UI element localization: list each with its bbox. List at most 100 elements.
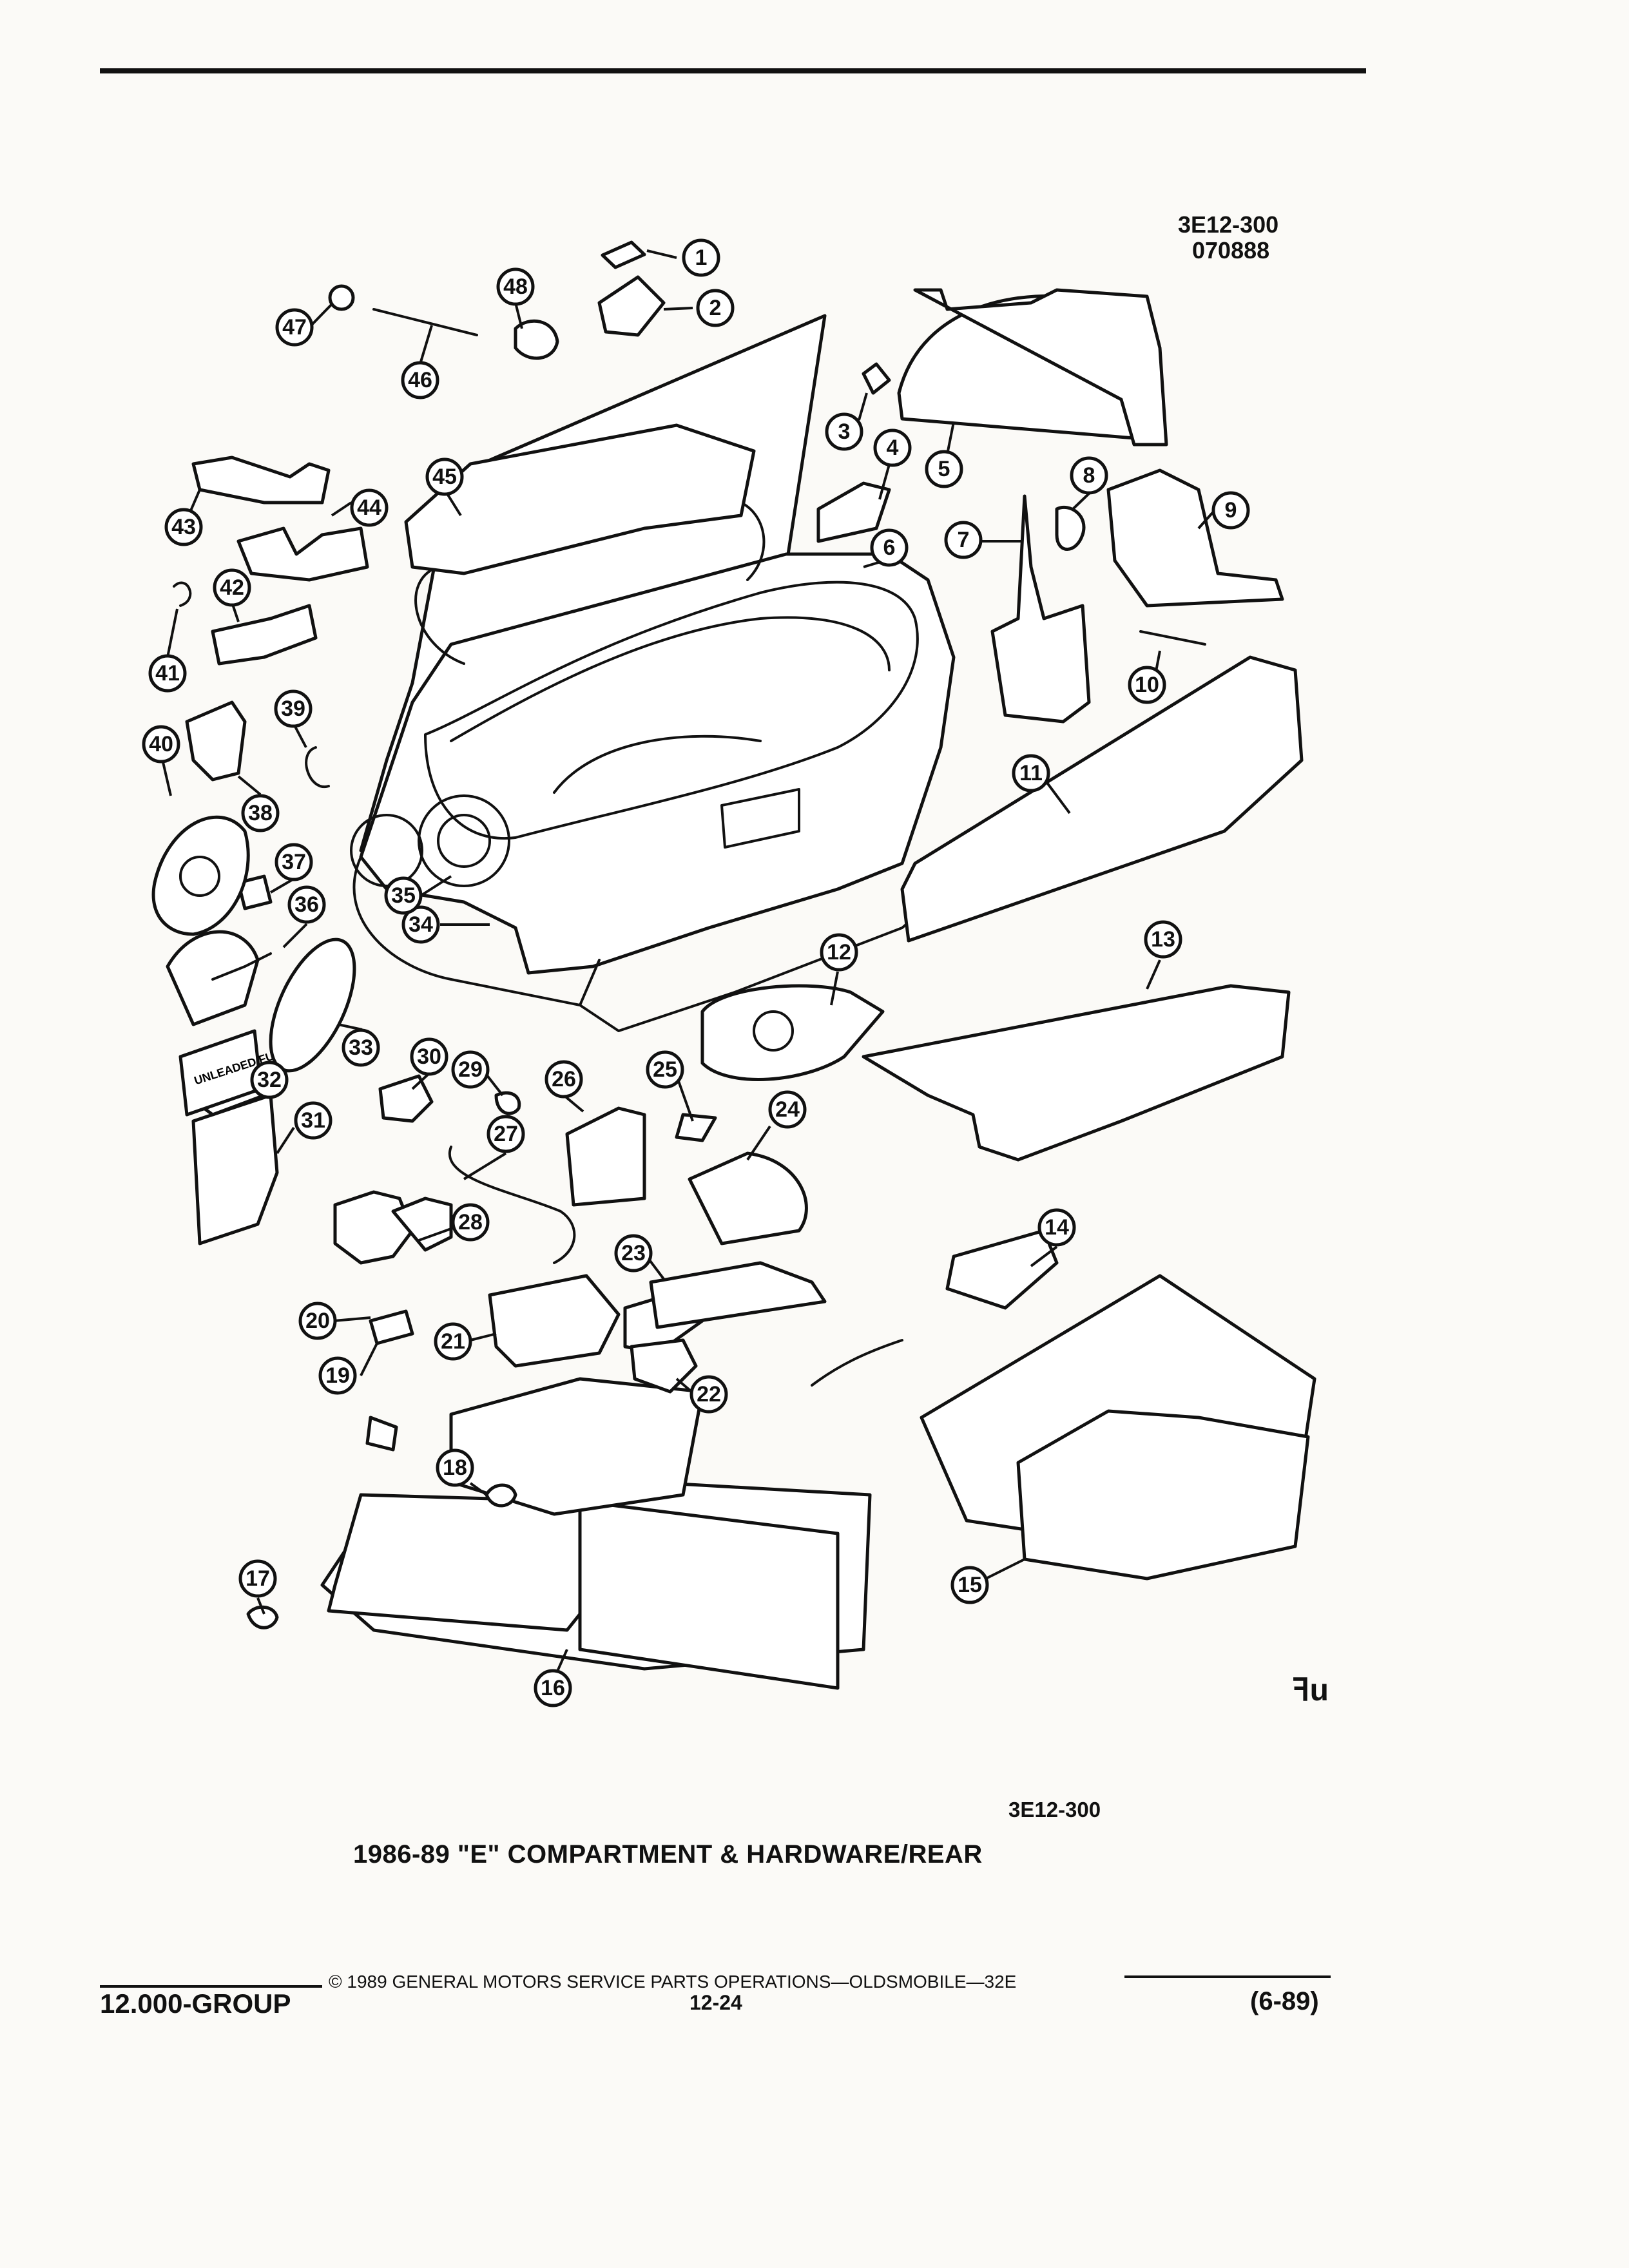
callout-circle bbox=[451, 1050, 490, 1089]
callout-2: 2 bbox=[696, 289, 735, 327]
header-ref-code: 3E12-300 bbox=[1178, 211, 1279, 238]
callout-7: 7 bbox=[944, 521, 983, 559]
callout-circle bbox=[1037, 1208, 1076, 1247]
callout-label: 26 bbox=[552, 1067, 576, 1091]
callout-label: 47 bbox=[282, 315, 307, 340]
callout-16: 16 bbox=[534, 1669, 572, 1707]
callout-label: 17 bbox=[246, 1566, 270, 1591]
callout-circle bbox=[274, 689, 313, 728]
callout-label: 37 bbox=[282, 850, 306, 874]
callout-label: 31 bbox=[301, 1108, 325, 1133]
callout-21: 21 bbox=[434, 1322, 472, 1361]
callout-8: 8 bbox=[1070, 456, 1108, 495]
callout-circle bbox=[142, 725, 180, 764]
callout-circle bbox=[825, 412, 863, 451]
callout-label: 30 bbox=[417, 1044, 441, 1069]
callout-29: 29 bbox=[451, 1050, 490, 1089]
callout-17: 17 bbox=[238, 1559, 277, 1598]
callout-9: 9 bbox=[1211, 491, 1250, 530]
callout-circle bbox=[287, 885, 326, 924]
callout-circle bbox=[401, 361, 439, 399]
callout-14: 14 bbox=[1037, 1208, 1076, 1247]
callout-label: 41 bbox=[155, 661, 180, 686]
callout-circle bbox=[487, 1115, 525, 1153]
callout-39: 39 bbox=[274, 689, 313, 728]
callout-12: 12 bbox=[820, 933, 858, 972]
callout-15: 15 bbox=[950, 1566, 989, 1604]
callout-44: 44 bbox=[350, 488, 389, 527]
callout-circle bbox=[425, 457, 464, 496]
callout-label: 8 bbox=[1083, 463, 1095, 488]
callout-label: 2 bbox=[709, 296, 722, 320]
callout-circle bbox=[820, 933, 858, 972]
callout-circle bbox=[238, 1559, 277, 1598]
callout-41: 41 bbox=[148, 654, 187, 693]
callout-label: 40 bbox=[149, 732, 173, 756]
callout-30: 30 bbox=[410, 1037, 448, 1076]
callout-label: 4 bbox=[887, 436, 899, 460]
callout-circle bbox=[164, 508, 203, 546]
figure-title: 1986-89 "E" COMPARTMENT & HARDWARE/REAR bbox=[353, 1840, 983, 1869]
callout-label: 11 bbox=[1019, 761, 1043, 785]
callout-10: 10 bbox=[1128, 666, 1166, 704]
callout-32: 32 bbox=[250, 1061, 289, 1099]
callout-circle bbox=[1012, 754, 1050, 793]
top-rule bbox=[100, 68, 1366, 73]
callout-label: 29 bbox=[458, 1057, 483, 1082]
callout-circle bbox=[614, 1234, 653, 1273]
callout-label: 44 bbox=[357, 495, 381, 520]
callout-label: 9 bbox=[1225, 498, 1237, 523]
callout-label: 5 bbox=[938, 457, 950, 481]
callout-circle bbox=[350, 488, 389, 527]
callout-circle bbox=[410, 1037, 448, 1076]
callout-circle bbox=[451, 1203, 490, 1242]
callout-5: 5 bbox=[925, 450, 963, 488]
callout-27: 27 bbox=[487, 1115, 525, 1153]
callout-26: 26 bbox=[545, 1060, 583, 1099]
callout-40: 40 bbox=[142, 725, 180, 764]
callout-18: 18 bbox=[436, 1448, 474, 1487]
callout-circle bbox=[1144, 920, 1182, 959]
callout-label: 36 bbox=[294, 892, 319, 917]
callout-31: 31 bbox=[294, 1101, 333, 1140]
callout-circle bbox=[682, 238, 720, 277]
callout-35: 35 bbox=[384, 876, 423, 915]
callout-circle bbox=[241, 794, 280, 832]
callout-24: 24 bbox=[768, 1090, 807, 1129]
callout-label: 38 bbox=[248, 801, 273, 825]
callout-circle bbox=[696, 289, 735, 327]
callout-33: 33 bbox=[342, 1028, 380, 1067]
callout-circle bbox=[298, 1302, 337, 1340]
footer-revision: (6-89) bbox=[1250, 1987, 1319, 2015]
callout-label: 6 bbox=[883, 535, 896, 560]
callout-circle bbox=[250, 1061, 289, 1099]
callout-circle bbox=[384, 876, 423, 915]
callout-label: 12 bbox=[827, 940, 851, 965]
callout-22: 22 bbox=[689, 1375, 728, 1414]
callout-42: 42 bbox=[213, 568, 251, 607]
callout-circle bbox=[768, 1090, 807, 1129]
callout-label: 16 bbox=[541, 1676, 565, 1700]
callout-37: 37 bbox=[275, 843, 313, 881]
callout-circle bbox=[925, 450, 963, 488]
callout-circle bbox=[436, 1448, 474, 1487]
callout-circle bbox=[944, 521, 983, 559]
callout-label: 18 bbox=[443, 1456, 467, 1480]
callout-label: 34 bbox=[409, 912, 433, 937]
callout-48: 48 bbox=[496, 267, 535, 306]
callout-label: 24 bbox=[775, 1097, 800, 1122]
callout-label: 25 bbox=[653, 1057, 677, 1082]
callout-circle bbox=[646, 1050, 684, 1089]
callout-circle bbox=[545, 1060, 583, 1099]
callout-circle bbox=[434, 1322, 472, 1361]
callout-label: 19 bbox=[325, 1363, 350, 1388]
callout-label: 28 bbox=[458, 1210, 483, 1235]
callout-45: 45 bbox=[425, 457, 464, 496]
callout-25: 25 bbox=[646, 1050, 684, 1089]
callout-3: 3 bbox=[825, 412, 863, 451]
footer-group: 12.000-GROUP bbox=[100, 1988, 291, 2019]
callout-circle bbox=[534, 1669, 572, 1707]
callout-6: 6 bbox=[870, 528, 909, 567]
